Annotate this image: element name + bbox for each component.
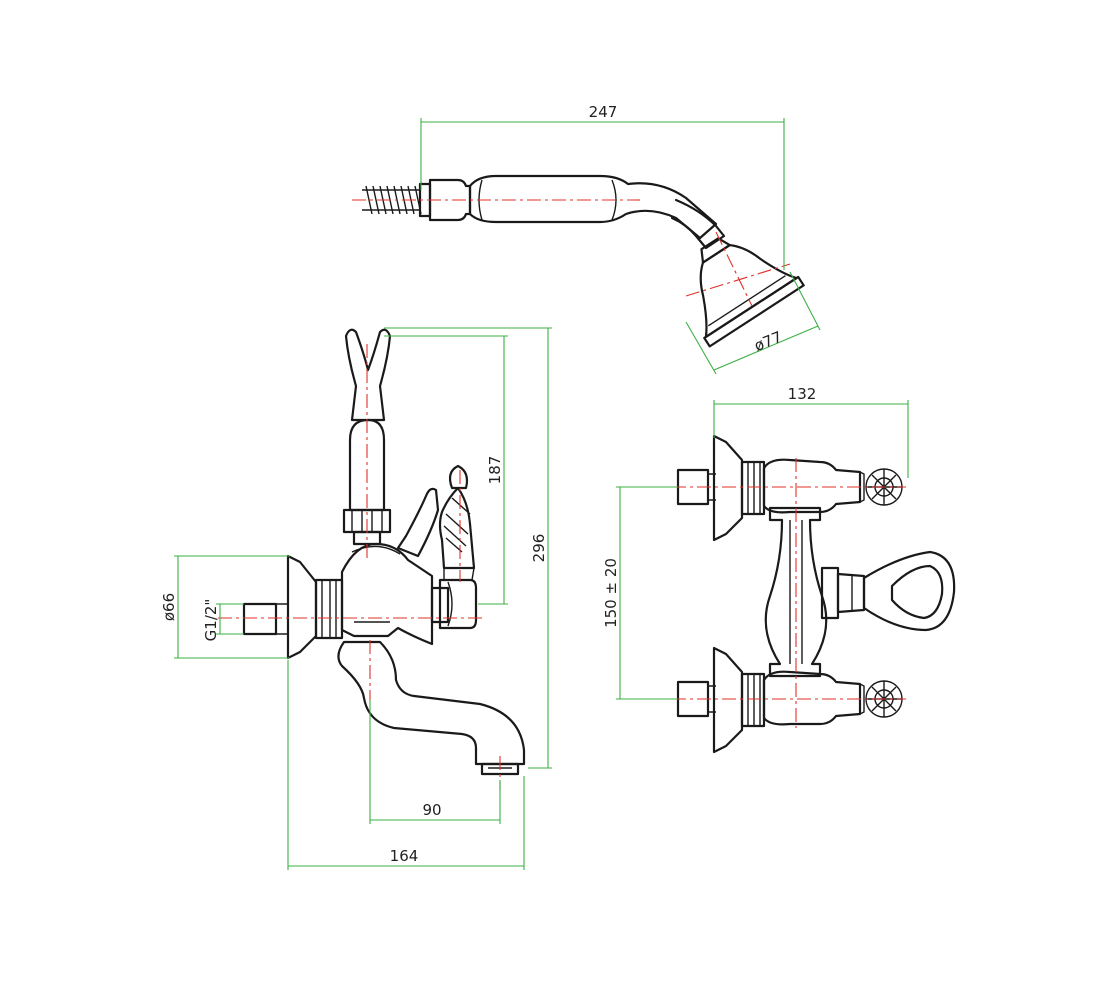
- shower-head-axis: [715, 231, 753, 307]
- mixer-body: [340, 542, 434, 646]
- lever-handle: [438, 486, 476, 570]
- dim-shower-head-diameter: ø77: [685, 271, 821, 375]
- aerator: [480, 762, 520, 776]
- shower-neck: [670, 198, 726, 250]
- dim-label-187: 187: [486, 456, 504, 485]
- hand-shower: [352, 174, 805, 348]
- dim-label-77: ø77: [752, 328, 785, 355]
- dim-total-depth: 164: [287, 660, 525, 870]
- dim-label-90: 90: [422, 801, 441, 819]
- dim-label-296: 296: [530, 534, 548, 563]
- diverter-knob: [396, 487, 440, 558]
- upper-valve: [676, 434, 903, 542]
- dim-thread-size: G1/2": [202, 599, 244, 642]
- dim-spout-reach: 90: [369, 700, 501, 824]
- shower-holder-fork: [344, 328, 392, 422]
- side-lever-handle: [820, 550, 956, 632]
- shower-head: [699, 237, 805, 348]
- diverter-cartridge: [430, 586, 450, 624]
- dim-label-247: 247: [589, 103, 618, 121]
- connection-nut: [314, 578, 344, 640]
- dim-label-164: 164: [390, 847, 419, 865]
- dim-side-width: 132: [713, 385, 909, 478]
- dim-center-distance: 150 ± 20: [602, 486, 678, 700]
- shower-handle: [468, 174, 718, 240]
- dim-front-total-height: 296: [384, 327, 552, 769]
- wall-escutcheon: [286, 554, 318, 660]
- dim-holder-height: 187: [384, 335, 508, 605]
- dim-label-132: 132: [788, 385, 817, 403]
- dim-escutcheon-diameter: ø66: [160, 555, 290, 659]
- mixer-front-view: [218, 328, 526, 790]
- holder-nut: [342, 508, 392, 534]
- dim-label-150: 150 ± 20: [602, 558, 620, 628]
- dim-label-66: ø66: [160, 593, 178, 621]
- side-body: [764, 506, 828, 678]
- dim-hand-shower-length: 247: [420, 103, 785, 270]
- spout: [337, 640, 526, 766]
- mixer-side-view: [672, 434, 956, 754]
- dim-label-thread: G1/2": [202, 599, 220, 642]
- wall-inlet: [242, 602, 278, 636]
